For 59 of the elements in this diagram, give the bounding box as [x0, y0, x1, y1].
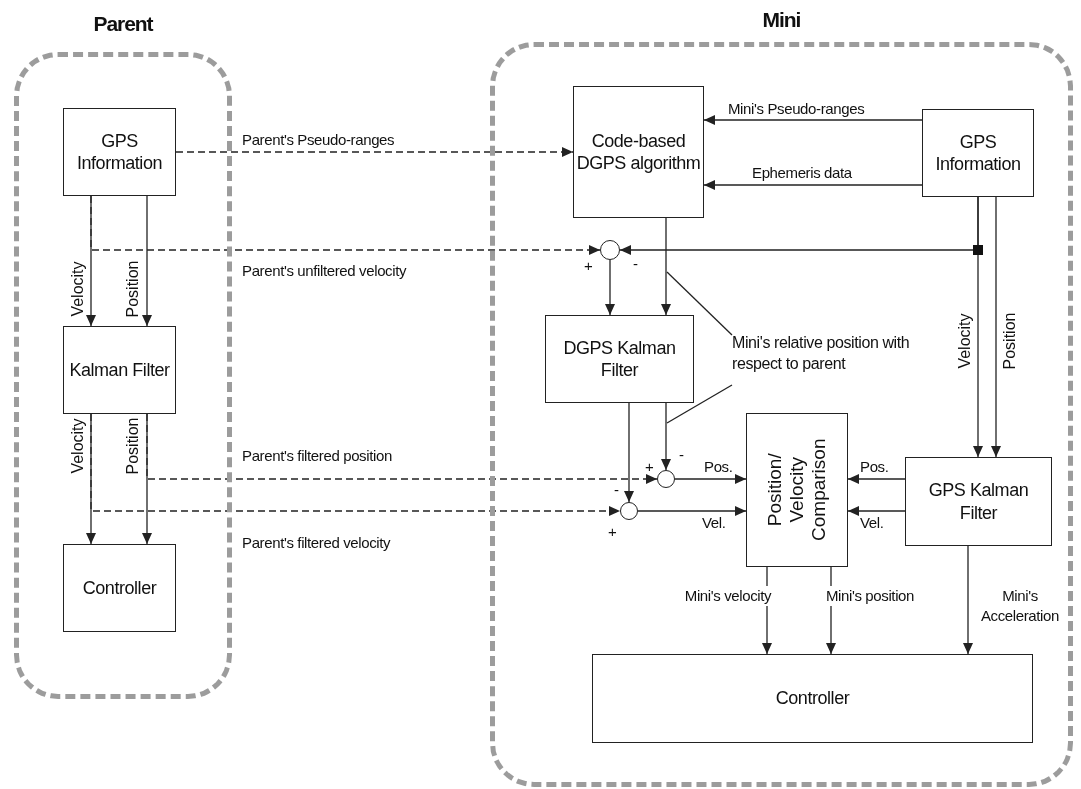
process-box: Position/ Velocity Comparison: [746, 413, 848, 567]
summing-junction: [620, 502, 638, 520]
arrow: [142, 195, 152, 327]
arrow: [963, 545, 973, 655]
edge-label: Position: [125, 260, 142, 317]
edge-label: Position: [1002, 312, 1019, 369]
process-box: Code-based DGPS algorithm: [573, 86, 704, 218]
arrow: [637, 506, 747, 516]
arrow: [674, 474, 747, 484]
arrow: [90, 413, 621, 516]
sign-label: +: [584, 258, 593, 273]
edge-label: Parent's filtered position: [242, 447, 392, 465]
edge-label: Parent's filtered velocity: [242, 534, 391, 552]
group-title: Mini: [761, 7, 802, 33]
arrow: [175, 147, 574, 157]
edge-label: Velocity: [956, 312, 973, 369]
group-title: Parent: [92, 11, 155, 37]
leader-line: [666, 271, 733, 336]
leader-line: [666, 384, 733, 424]
summing-junction: [600, 240, 620, 260]
edge-label: Parent's unfiltered velocity: [242, 262, 407, 280]
arrow: [973, 196, 983, 458]
edge-label: Velocity: [69, 417, 86, 474]
arrow: [90, 195, 601, 255]
arrow: [703, 115, 923, 125]
edge-label: Ephemeris data: [752, 164, 852, 182]
process-box: Controller: [63, 544, 176, 632]
process-box: GPS Information: [922, 109, 1034, 197]
edge-label: Position: [125, 417, 142, 474]
sign-label: +: [645, 459, 654, 474]
arrow: [146, 413, 658, 484]
edge-label: Mini's velocity: [682, 586, 774, 606]
arrow: [991, 196, 1001, 458]
sign-label: -: [679, 447, 684, 462]
process-box: GPS Kalman Filter: [905, 457, 1052, 546]
arrow: [847, 506, 906, 516]
process-box: GPS Information: [63, 108, 176, 196]
sign-label: -: [633, 256, 638, 271]
edge-label: Pos.: [704, 458, 733, 476]
arrow: [847, 474, 906, 484]
edge-label: Pos.: [860, 458, 889, 476]
process-box: DGPS Kalman Filter: [545, 315, 694, 403]
edge-label: Velocity: [69, 260, 86, 317]
arrow: [661, 217, 671, 316]
process-box: Kalman Filter: [63, 326, 176, 414]
edge-label: Parent's Pseudo-ranges: [242, 131, 395, 149]
arrow: [624, 402, 634, 503]
edge-label: Vel.: [860, 514, 884, 532]
arrow: [661, 402, 671, 471]
edge-label: Mini's Pseudo-ranges: [728, 100, 865, 118]
sign-label: -: [614, 482, 619, 497]
edge-label: Mini's position: [824, 586, 916, 606]
edge-label: Vel.: [702, 514, 726, 532]
arrow: [605, 259, 615, 316]
process-box: Controller: [592, 654, 1033, 743]
arrow: [703, 180, 923, 190]
sign-label: +: [608, 524, 617, 539]
callout-text: Mini's relative position with respect to parent: [732, 333, 911, 374]
summing-junction: [657, 470, 675, 488]
